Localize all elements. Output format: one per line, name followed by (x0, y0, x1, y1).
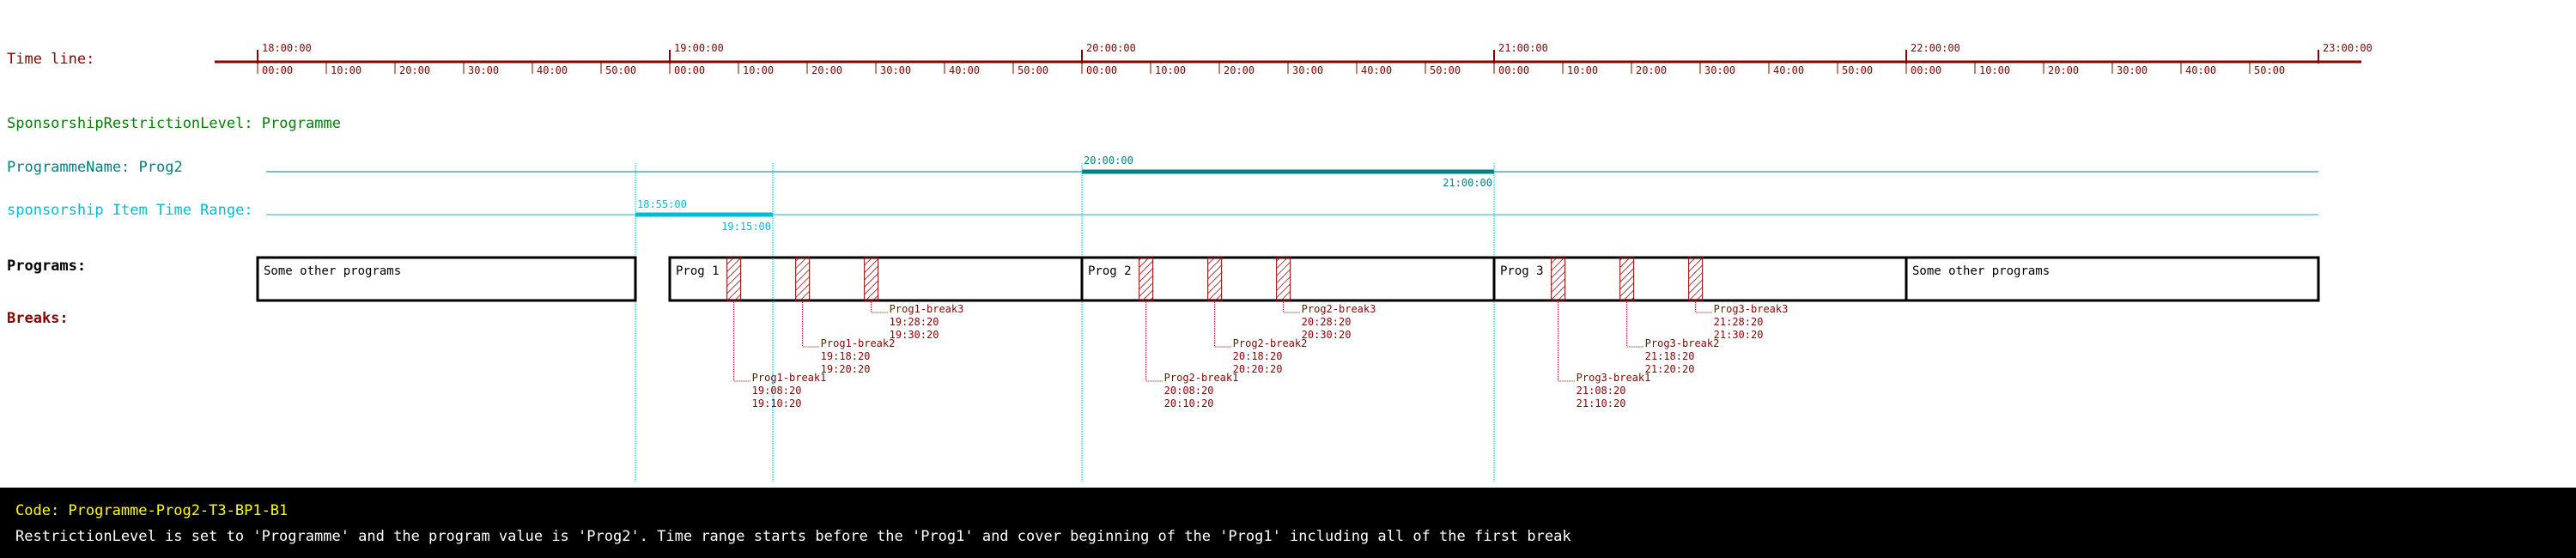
minute-tick-label: 40:00 (537, 64, 568, 76)
minute-tick-label: 20:00 (1224, 64, 1255, 76)
minute-tick-label: 40:00 (2185, 64, 2216, 76)
break-block (1276, 257, 1291, 301)
sponsorship-range-start-label: 18:55:00 (637, 198, 687, 210)
break-end: 19:30:20 (890, 329, 939, 341)
break-end: 21:10:20 (1577, 397, 1626, 409)
programme-range-start-label: 20:00:00 (1084, 155, 1133, 167)
break-start: 20:08:20 (1164, 385, 1214, 397)
break-end: 20:30:20 (1302, 329, 1352, 341)
break-block (1207, 257, 1223, 301)
break-name: Prog1-break3 (890, 303, 964, 315)
break-name: Prog3-break2 (1645, 337, 1720, 349)
footer: Code: Programme-Prog2-T3-BP1-B1 Restrict… (0, 488, 2576, 558)
break-start: 20:28:20 (1302, 316, 1352, 328)
hour-tick-label: 20:00:00 (1086, 42, 1136, 54)
minute-tick-label: 30:00 (2117, 64, 2148, 76)
hour-tick-label: 19:00:00 (674, 42, 724, 54)
hour-tick-label: 23:00:00 (2323, 42, 2372, 54)
minute-tick-label: 50:00 (605, 64, 636, 76)
break-name: Prog2-break3 (1302, 303, 1376, 315)
program-name: Prog 3 (1500, 264, 1544, 278)
break-start: 21:28:20 (1714, 316, 1764, 328)
break-block (864, 257, 879, 301)
sponsorship-range-end-label: 19:15:00 (721, 221, 771, 233)
break-block (726, 257, 742, 301)
program-block (1905, 256, 2320, 302)
break-block (1619, 257, 1635, 301)
break-start: 19:28:20 (890, 316, 939, 328)
break-name: Prog2-break1 (1164, 372, 1239, 384)
break-block (795, 257, 811, 301)
program-block (256, 256, 637, 302)
sponsorship-range-label: sponsorship Item Time Range: (7, 202, 253, 219)
break-name: Prog3-break1 (1577, 372, 1651, 384)
minute-tick-label: 30:00 (468, 64, 499, 76)
timeline-diagram: 18:00:00 00:00 10:00 20:00 30:00 40:00 50:00 19… (7, 42, 2372, 482)
break-end: 20:20:20 (1233, 363, 1283, 375)
programme-name-label: ProgrammeName: Prog2 (7, 159, 183, 176)
footer-code: Code: Programme-Prog2-T3-BP1-B1 (15, 502, 289, 519)
break-start: 19:08:20 (752, 385, 802, 397)
minute-tick-label: 20:00 (1636, 64, 1667, 76)
minute-tick-label: 20:00 (399, 64, 430, 76)
minute-tick-label: 10:00 (331, 64, 361, 76)
minute-tick-label: 30:00 (1704, 64, 1735, 76)
minute-tick-label: 30:00 (1292, 64, 1323, 76)
breaks-label: Breaks: (7, 310, 69, 327)
timeline-svg: 18:00:00 00:00 10:00 20:00 30:00 40:00 50:00 19… (215, 42, 2372, 482)
program-name: Prog 1 (676, 264, 720, 278)
program-name: Some other programs (1912, 264, 2050, 278)
minute-tick-label: 00:00 (1911, 64, 1941, 76)
minute-tick-label: 20:00 (811, 64, 842, 76)
minute-tick-label: 10:00 (1567, 64, 1598, 76)
break-end: 21:30:20 (1714, 329, 1764, 341)
minute-tick-label: 10:00 (743, 64, 774, 76)
hour-tick-label: 21:00:00 (1498, 42, 1548, 54)
hour-tick-label: 22:00:00 (1911, 42, 1960, 54)
minute-tick-label: 50:00 (1430, 64, 1461, 76)
break-block (1551, 257, 1566, 301)
minute-tick-label: 10:00 (1979, 64, 2010, 76)
break-end: 19:20:20 (821, 363, 871, 375)
minute-tick-label: 50:00 (1842, 64, 1873, 76)
programs-label: Programs: (7, 258, 87, 275)
break-name: Prog1-break2 (821, 337, 896, 349)
minute-tick-label: 00:00 (674, 64, 705, 76)
program-name: Prog 2 (1088, 264, 1132, 278)
break-start: 20:18:20 (1233, 350, 1283, 362)
minute-tick-label: 20:00 (2048, 64, 2079, 76)
minute-tick-label: 30:00 (880, 64, 911, 76)
restriction-level-label: SponsorshipRestrictionLevel: Programme (7, 115, 341, 132)
break-block (1139, 257, 1154, 301)
minute-tick-label: 10:00 (1155, 64, 1186, 76)
break-name: Prog3-break3 (1714, 303, 1789, 315)
break-block (1688, 257, 1704, 301)
break-end: 19:10:20 (752, 397, 802, 409)
break-name: Prog2-break2 (1233, 337, 1308, 349)
minute-tick-label: 50:00 (1018, 64, 1048, 76)
break-end: 20:10:20 (1164, 397, 1214, 409)
break-name: Prog1-break1 (752, 372, 827, 384)
program-name: Some other programs (264, 264, 401, 278)
break-start: 21:18:20 (1645, 350, 1695, 362)
timeline-label: Time line: (7, 51, 95, 68)
minute-tick-label: 40:00 (949, 64, 980, 76)
minute-tick-label: 00:00 (262, 64, 293, 76)
hour-tick-label: 18:00:00 (262, 42, 312, 54)
programme-range-end-label: 21:00:00 (1443, 177, 1492, 189)
minute-tick-label: 00:00 (1498, 64, 1529, 76)
minute-tick-label: 50:00 (2254, 64, 2285, 76)
break-start: 21:08:20 (1577, 385, 1626, 397)
break-start: 19:18:20 (821, 350, 871, 362)
minute-tick-label: 40:00 (1773, 64, 1804, 76)
break-end: 21:20:20 (1645, 363, 1695, 375)
minute-tick-label: 40:00 (1361, 64, 1392, 76)
footer-description: RestrictionLevel is set to 'Programme' a… (15, 528, 1571, 545)
minute-tick-label: 00:00 (1086, 64, 1117, 76)
